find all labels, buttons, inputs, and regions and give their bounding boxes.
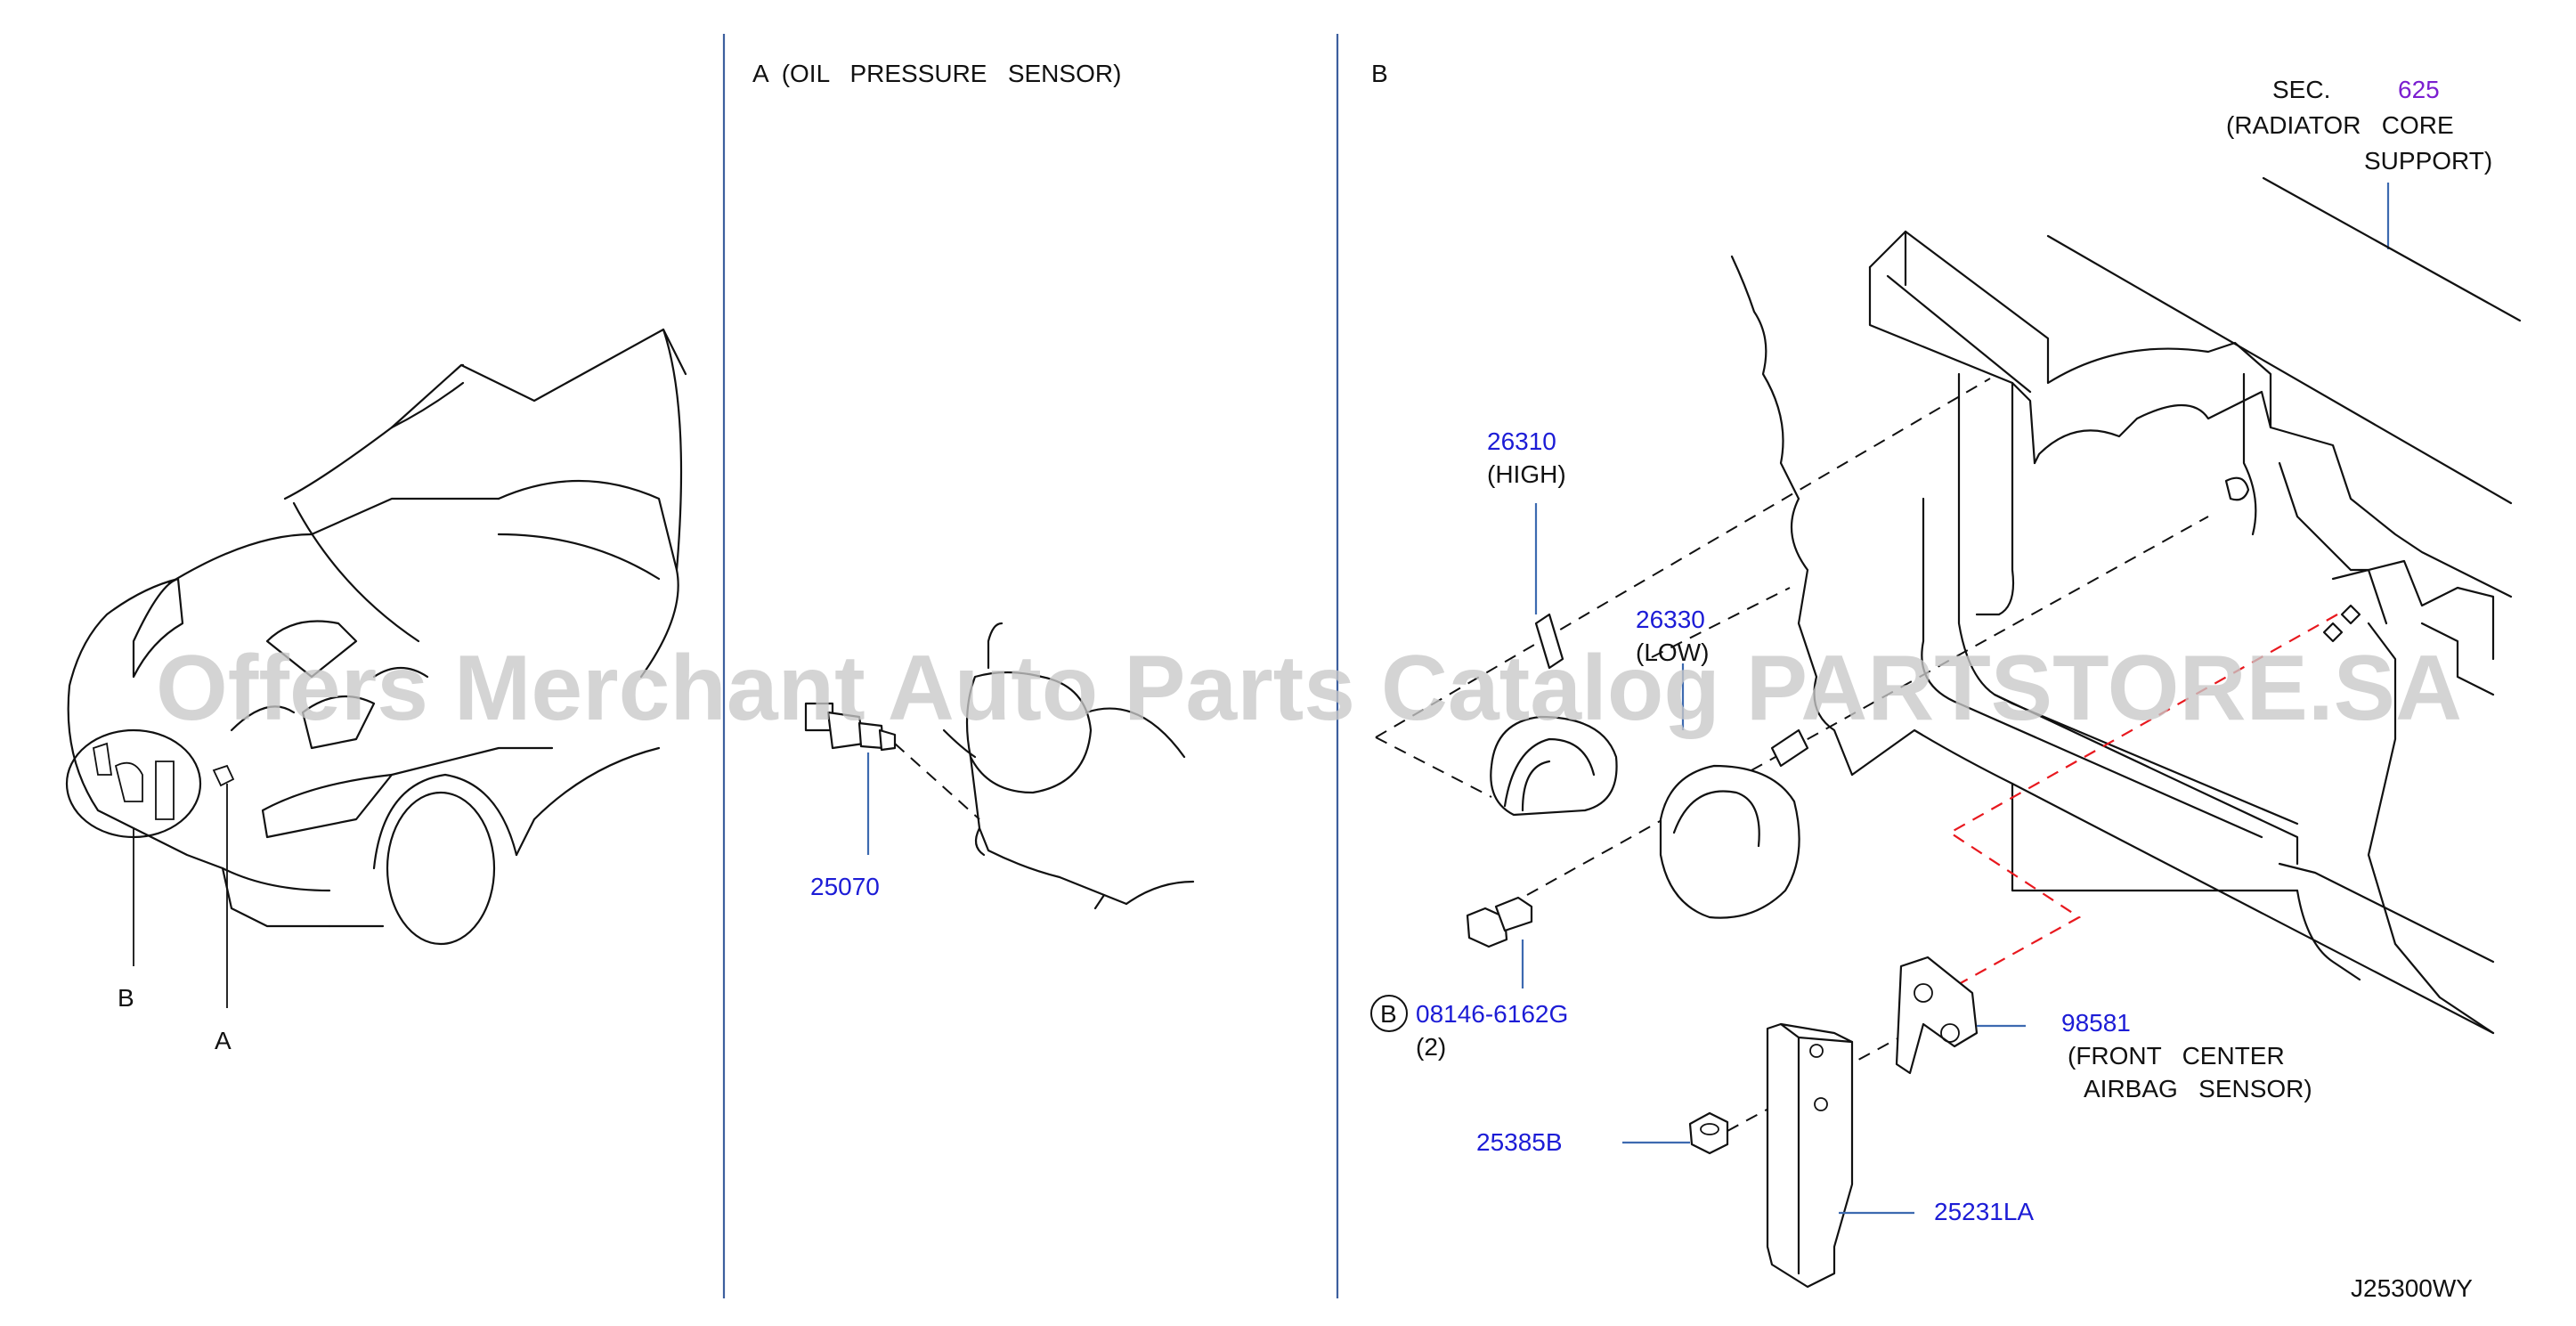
overview-label-a: A (215, 1027, 232, 1054)
car-overview-illustration (65, 328, 687, 1008)
horn-high-part (1490, 613, 1618, 817)
part-desc-26330: (LOW) (1636, 639, 1709, 666)
airbag-sensor-part (1895, 956, 1979, 1075)
bolt-badge-circle (1370, 995, 1408, 1032)
oil-pressure-sensor-part (804, 702, 980, 820)
engine-block-outline (942, 622, 1195, 910)
bolt-badge: B (1380, 1000, 1397, 1028)
diagram-id: J25300WY (2351, 1274, 2473, 1302)
part-number-26310[interactable]: 26310 (1487, 427, 1556, 455)
section-b-title: B (1371, 60, 1388, 87)
part-number-25070[interactable]: 25070 (810, 873, 880, 900)
sec-ref-number[interactable]: 625 (2398, 76, 2440, 103)
part-desc-98581-line1: (FRONT CENTER (2068, 1042, 2285, 1070)
sec-ref-prefix: SEC. (2272, 76, 2330, 103)
part-qty-bolt: (2) (1416, 1033, 1446, 1061)
part-number-08146-6162G[interactable]: 08146-6162G (1416, 1000, 1568, 1028)
horn-low-part (1659, 728, 1809, 919)
part-desc-98581-line2: AIRBAG SENSOR) (2084, 1075, 2312, 1102)
radiator-core-support-structure (1730, 176, 2522, 1035)
watermark-text: Offers Merchant Auto Parts Catalog PARTS… (156, 637, 2462, 740)
bolt-part (1466, 896, 1533, 948)
section-a-title: A (OIL PRESSURE SENSOR) (752, 60, 1121, 87)
part-desc-26310: (HIGH) (1487, 460, 1566, 488)
part-number-98581[interactable]: 98581 (2061, 1009, 2131, 1037)
overview-label-b: B (118, 984, 134, 1012)
part-number-25231LA[interactable]: 25231LA (1934, 1198, 2034, 1225)
part-number-25385B[interactable]: 25385B (1476, 1128, 1563, 1156)
bracket-part (1766, 1022, 1854, 1289)
sec-ref-line1: (RADIATOR CORE (2226, 111, 2454, 139)
sec-ref-line2: SUPPORT) (2364, 147, 2492, 175)
nut-part (1688, 1111, 1729, 1155)
airbag-harness-route (1947, 614, 2338, 985)
part-number-26330[interactable]: 26330 (1636, 606, 1705, 633)
